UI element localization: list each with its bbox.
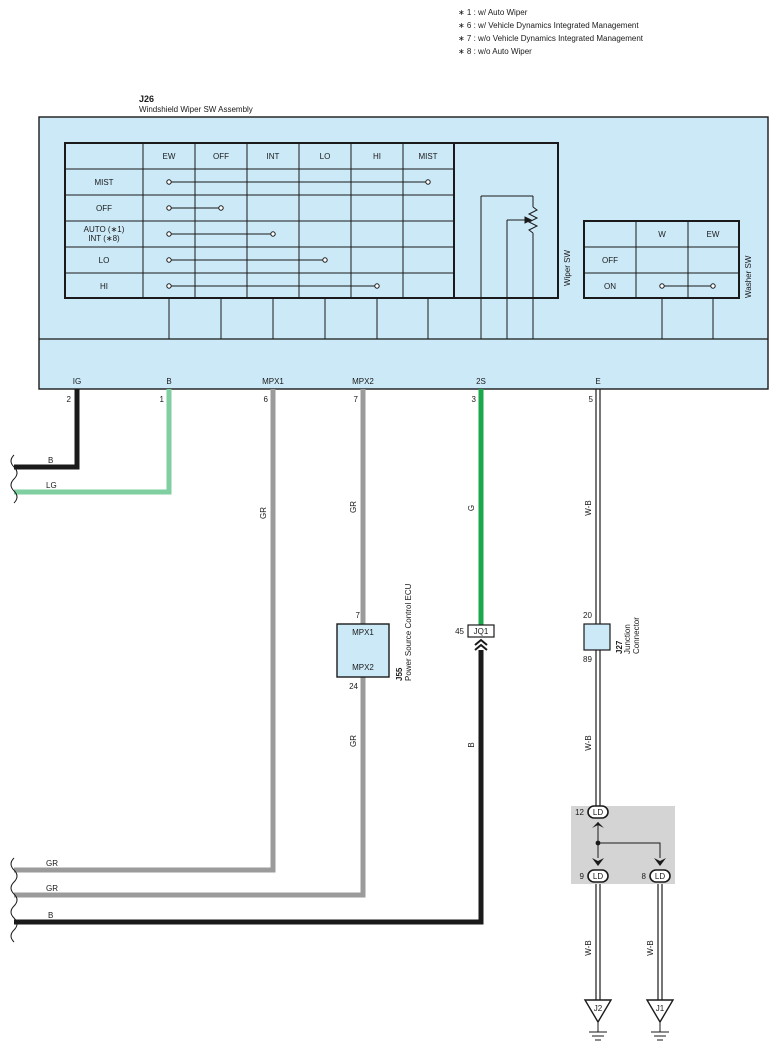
ecu-code: J55 <box>395 667 404 681</box>
row-off: OFF <box>96 204 112 213</box>
wiper-sw-label: Wiper SW <box>563 250 572 286</box>
wire-jq1-b <box>14 650 484 925</box>
ecu-wire-below-color: GR <box>349 735 358 747</box>
jq1-wire-below-color: B <box>467 742 476 747</box>
wire-mpx1 <box>14 389 276 873</box>
terminal-mpx2: MPX2 <box>352 377 374 386</box>
ld-splice: LD LD LD 12 9 8 <box>571 805 675 884</box>
jq1-pin: 45 <box>455 627 464 636</box>
pin-b: 1 <box>160 395 165 404</box>
row-int: INT (∗8) <box>88 234 120 243</box>
ld-top-name: LD <box>593 808 603 817</box>
ground-j2-name: J2 <box>594 1004 603 1013</box>
pin-mpx1: 6 <box>264 395 269 404</box>
row-auto: AUTO (∗1) <box>84 225 125 234</box>
junction-name-2: Connector <box>632 617 641 654</box>
note-7: ∗ 7 : w/o Vehicle Dynamics Integrated Ma… <box>458 34 644 43</box>
washer-col-ew: EW <box>707 230 720 239</box>
row-mist: MIST <box>94 178 113 187</box>
washer-switch-table: W EW OFF ON <box>583 220 740 339</box>
ecu-j55: MPX1 MPX2 7 24 J55 Power Source Control … <box>336 583 413 691</box>
terminal-2s: 2S <box>476 377 486 386</box>
wire-ig <box>14 389 80 470</box>
note-1: ∗ 1 : w/ Auto Wiper <box>458 8 528 17</box>
wire-mpx1-color: GR <box>259 507 268 519</box>
terminal-e: E <box>595 377 600 386</box>
ground-icon <box>651 1022 669 1041</box>
junction-j27: 20 89 J27 Junction Connector <box>583 611 641 664</box>
washer-row-on: ON <box>604 282 616 291</box>
washer-row-off: OFF <box>602 256 618 265</box>
ecu-pin-bottom: 24 <box>349 682 358 691</box>
ecu-label-mpx1: MPX1 <box>352 628 374 637</box>
col-int: INT <box>267 152 280 161</box>
ecu-pin-top: 7 <box>356 611 361 620</box>
left-wire-b-label: B <box>48 456 53 465</box>
wire-e-color: W-B <box>584 500 593 515</box>
arrow-down-icon <box>654 858 666 866</box>
wire-b <box>14 389 172 495</box>
note-8: ∗ 8 : w/o Auto Wiper <box>458 47 532 56</box>
row-hi: HI <box>100 282 108 291</box>
chevron-up-icon <box>474 638 488 651</box>
ld-pin-left: 9 <box>580 872 585 881</box>
left-wire-lg-label: LG <box>46 481 57 490</box>
terminal-labels: IG B MPX1 MPX2 2S E <box>73 377 601 386</box>
left-wire-gr1-label: GR <box>46 859 58 868</box>
assembly-name: Windshield Wiper SW Assembly <box>139 105 253 114</box>
washer-sw-label: Washer SW <box>744 255 753 298</box>
connector-jq1: JQ1 45 <box>455 624 495 651</box>
ground-j1: J1 <box>645 999 675 1041</box>
ground-icon <box>589 1022 607 1041</box>
pin-mpx2: 7 <box>354 395 359 404</box>
assembly-code: J26 <box>139 94 154 104</box>
wire-mpx2-lower <box>14 677 366 898</box>
notes: ∗ 1 : w/ Auto Wiper ∗ 6 : w/ Vehicle Dyn… <box>458 8 644 56</box>
pin-e: 5 <box>589 395 594 404</box>
note-6: ∗ 6 : w/ Vehicle Dynamics Integrated Man… <box>458 21 639 30</box>
wire-e <box>595 389 663 1000</box>
ecu-name: Power Source Control ECU <box>404 583 413 681</box>
junction-name-1: Junction <box>623 624 632 654</box>
col-hi: HI <box>373 152 381 161</box>
ecu-label-mpx2: MPX2 <box>352 663 374 672</box>
row-lo: LO <box>99 256 110 265</box>
ground-j2: J2 <box>583 999 613 1041</box>
wire-breaks <box>10 454 18 943</box>
ld-right-name: LD <box>655 872 665 881</box>
junction-pin-bottom: 89 <box>583 655 592 664</box>
junction-wire-below-color: W-B <box>584 735 593 750</box>
wire-2s-color: G <box>467 505 476 511</box>
terminal-ig: IG <box>73 377 81 386</box>
ground-j2-wire: W-B <box>584 940 593 955</box>
col-lo: LO <box>320 152 331 161</box>
terminal-b: B <box>166 377 171 386</box>
ld-left-name: LD <box>593 872 603 881</box>
ground-j1-wire: W-B <box>646 940 655 955</box>
col-off: OFF <box>213 152 229 161</box>
arrow-down-icon <box>592 858 604 866</box>
junction-code: J27 <box>615 640 624 654</box>
wire-mpx2-color: GR <box>349 501 358 513</box>
pin-2s: 3 <box>472 395 477 404</box>
terminal-mpx1: MPX1 <box>262 377 284 386</box>
col-mist: MIST <box>418 152 437 161</box>
junction-pin-top: 20 <box>583 611 592 620</box>
pin-ig: 2 <box>67 395 72 404</box>
ld-pin-right: 8 <box>642 872 647 881</box>
pin-numbers: 2 1 6 7 3 5 <box>67 395 594 404</box>
ld-pin-top: 12 <box>575 808 584 817</box>
jq1-name: JQ1 <box>474 627 489 636</box>
washer-col-w: W <box>658 230 666 239</box>
ground-j1-name: J1 <box>656 1004 665 1013</box>
col-ew: EW <box>163 152 176 161</box>
arrow-up-icon <box>592 822 604 828</box>
wiper-switch-table: EW OFF INT LO HI MIST MIST OFF AUTO (∗1)… <box>64 142 559 339</box>
resistor-icon <box>480 195 539 298</box>
left-wire-gr2-label: GR <box>46 884 58 893</box>
left-wire-b2-label: B <box>48 911 53 920</box>
